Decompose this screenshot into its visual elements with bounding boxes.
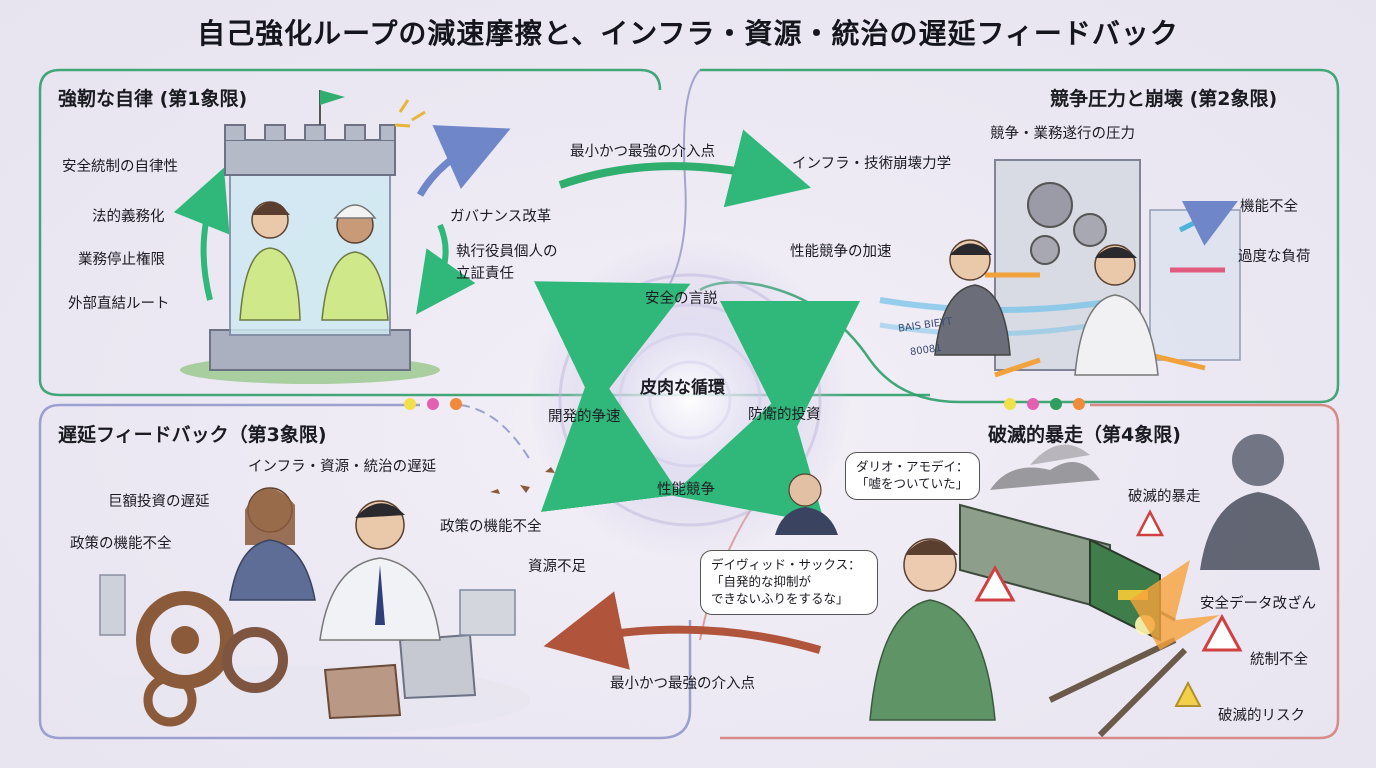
q2-label-overload: 過度な負荷 [1238,249,1311,265]
q3-label-policy-dysfunction-right: 政策の機能不全 [440,519,542,535]
q1-up-arrow [173,167,230,301]
q3-label-delay: インフラ・資源・統治の遅延 [248,459,437,475]
q1-out-arrow [416,125,511,197]
amodei-speech-bubble: ダリオ・アモデイ： 「嘘をついていた」 [845,452,980,500]
dot-yellow-q4 [1004,398,1016,410]
q1-border [38,68,930,397]
q1-down-arrow [416,223,476,315]
amodei-quote: 「嘘をついていた」 [856,475,969,491]
sacks-speech-bubble: デイヴィッド・サックス： 「自発的な抑制が できないふりをするな」 [700,550,878,615]
runaway-train-illustration [775,434,1320,738]
dot-green-q4 [1050,398,1062,410]
sacks-quote-line2: できないふりをするな」 [711,590,849,606]
bottom-intervention-arrow [543,591,822,670]
q3-title: 遅延フィードバック（第3象限) [58,424,327,446]
q4-label-catastrophic-risk: 破滅的リスク [1218,708,1305,724]
q2-title: 競争圧力と崩壊 (第2象限) [1050,88,1278,110]
debris [490,467,555,494]
q4-label-runaway: 破滅的暴走 [1128,489,1201,505]
q4-title: 破滅的暴走（第4象限) [988,424,1181,446]
q3-border [38,403,692,740]
glass-tower-illustration [180,90,440,384]
q3-label-resource-shortage: 資源不足 [528,559,586,575]
page-title: 自己強化ループの減速摩擦と、インフラ・資源・統治の遅延フィードバック [197,17,1179,50]
gear-machine-illustration [879,159,1241,378]
cycle-node-development-race: 開発的争速 [548,409,621,425]
q1-title: 強靭な自律 (第1象限) [58,88,248,110]
cycle-node-safety-discourse: 安全の言説 [645,291,718,307]
q2-label-performance-race: 性能競争の加速 [790,244,892,260]
q1-label-stop-authority: 業務停止権限 [78,252,165,268]
intervention-bottom-label: 最小かつ最強の介入点 [610,676,755,692]
q1-label-safety-autonomy: 安全統制の自律性 [62,159,178,175]
q1-label-legal-mandate: 法的義務化 [92,209,165,225]
dot-yellow-q3 [404,398,416,410]
q3-label-investment-delay: 巨額投資の遅延 [108,494,210,510]
q4-label-data-falsification: 安全データ改ざん [1200,596,1316,612]
top-intervention-arrow [558,129,812,208]
cycle-node-performance-race: 性能競争 [657,482,715,498]
q2-label-competition-pressure: 競争・業務遂行の圧力 [990,126,1135,142]
amodei-name: ダリオ・アモデイ： [856,459,969,474]
q3-label-policy-dysfunction-left: 政策の機能不全 [70,536,172,552]
cycle-node-defensive-investment: 防衛的投資 [748,407,821,423]
q1-label-external-route: 外部直結ルート [68,296,170,312]
q2-label-infra-collapse: インフラ・技術崩壊力学 [792,156,952,172]
cycle-arrows [533,281,860,525]
sacks-quote-line1: 「自発的な抑制が [711,573,812,589]
q1-label-governance-reform: ガバナンス改革 [450,209,552,225]
dot-magenta-q3 [427,398,439,410]
dot-orange-q4 [1073,398,1085,410]
rusty-gears-illustration [70,487,530,735]
intervention-top-label: 最小かつ最強の介入点 [570,144,715,160]
dot-orange-q3 [450,398,462,410]
sacks-name: デイヴィッド・サックス： [711,557,861,572]
q1-label-executive-line1: 執行役員個人の [456,244,558,260]
q2-label-dysfunction: 機能不全 [1240,199,1298,215]
cycle-center-label: 皮肉な循環 [640,378,725,398]
q4-label-control-failure: 統制不全 [1250,652,1308,668]
q1-label-executive-line2: 立証責任 [456,266,514,282]
dot-magenta-q4 [1027,398,1039,410]
